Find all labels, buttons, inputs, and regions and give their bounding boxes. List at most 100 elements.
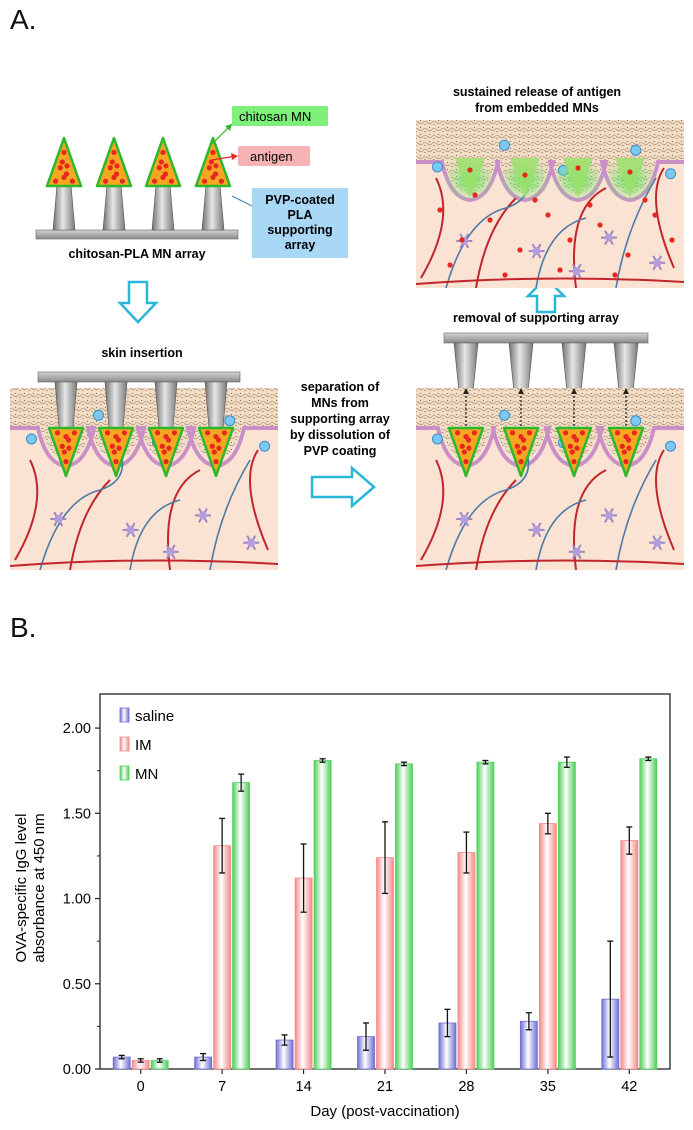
lymph-vessel bbox=[535, 217, 587, 288]
antigen-dot bbox=[66, 445, 72, 451]
antigen-dot bbox=[109, 443, 115, 449]
support-pillar bbox=[104, 381, 128, 429]
lymph-vessel bbox=[129, 499, 181, 570]
microneedle-tip bbox=[97, 426, 135, 478]
dendritic-cell bbox=[50, 511, 67, 527]
langerhans-cell bbox=[25, 433, 37, 445]
y-tick-label: 2.00 bbox=[63, 721, 91, 737]
antigen-dot bbox=[516, 449, 522, 455]
antigen-dot bbox=[461, 449, 467, 455]
langerhans-cell bbox=[224, 415, 236, 427]
antigen-dot bbox=[171, 430, 178, 436]
langerhans-cell bbox=[630, 415, 642, 427]
antigen-dot bbox=[557, 267, 563, 273]
antigen-dot bbox=[465, 437, 472, 443]
separation-label-line4: by dissolution of bbox=[290, 428, 391, 442]
blood-vessel bbox=[420, 459, 445, 561]
legend-swatch bbox=[119, 707, 130, 723]
antigen-dot bbox=[210, 149, 216, 155]
antigen-dot bbox=[459, 237, 465, 243]
y-axis-label-line2: absorbance at 450 nm bbox=[31, 813, 48, 962]
embedded-mn bbox=[510, 158, 540, 198]
antigen-dot bbox=[518, 459, 524, 465]
legend-label: MN bbox=[135, 766, 158, 783]
support-pillar bbox=[54, 381, 78, 429]
microneedle-tip bbox=[607, 426, 645, 478]
dendritic-cell bbox=[568, 263, 585, 279]
panel-b-letter: B. bbox=[10, 612, 37, 643]
antigen-dot bbox=[621, 449, 627, 455]
antigen-dot bbox=[625, 252, 631, 258]
antigen-dot bbox=[514, 443, 520, 449]
array-base bbox=[37, 371, 241, 383]
lymph-vessel bbox=[535, 499, 587, 570]
sustained-label-line2: from embedded MNs bbox=[475, 101, 599, 115]
dendritic-cell bbox=[162, 544, 179, 560]
support-pillar bbox=[613, 342, 639, 393]
antigen-dot bbox=[201, 178, 208, 184]
bar-mn bbox=[395, 763, 413, 1070]
blood-vessel bbox=[14, 459, 39, 561]
antigen-dot bbox=[163, 459, 169, 465]
antigen-dot bbox=[113, 171, 120, 177]
antigen-dot bbox=[569, 449, 575, 455]
support-pillar bbox=[154, 381, 178, 429]
lymph-vessel bbox=[209, 459, 251, 570]
bar-mn bbox=[639, 758, 658, 1070]
dendritic-cell bbox=[243, 535, 260, 551]
dendritic-cell bbox=[528, 522, 545, 538]
bar-im bbox=[620, 840, 639, 1070]
mn-array-illustration bbox=[35, 136, 239, 240]
antigen-dot bbox=[669, 237, 675, 243]
microneedle-tip bbox=[197, 426, 235, 478]
pvp-label-line2: PLA bbox=[288, 208, 313, 222]
langerhans-cell bbox=[431, 433, 443, 445]
antigen-dot bbox=[509, 430, 516, 436]
y-axis: 0.000.501.001.502.00 bbox=[63, 721, 100, 1078]
antigen-dot bbox=[218, 178, 225, 184]
antigen-dot bbox=[487, 217, 493, 223]
antigen-dot bbox=[119, 178, 126, 184]
antigen-dot bbox=[159, 443, 165, 449]
antigen-dot bbox=[532, 197, 538, 203]
antigen-dot bbox=[166, 445, 172, 451]
langerhans-cell bbox=[630, 144, 642, 156]
legend-swatch bbox=[119, 765, 130, 781]
legend-label: saline bbox=[135, 708, 174, 725]
antigen-dot bbox=[204, 430, 211, 436]
antigen-dot bbox=[61, 149, 67, 155]
antigen-dot bbox=[61, 449, 67, 455]
antigen-dot bbox=[114, 163, 120, 169]
pvp-label-bg bbox=[252, 188, 348, 258]
antigen-dot bbox=[463, 459, 469, 465]
separation-label-line2: MNs from bbox=[311, 396, 369, 410]
antigen-dot bbox=[102, 178, 109, 184]
support-pillar bbox=[102, 184, 126, 231]
antigen-dot bbox=[597, 222, 603, 228]
antigen-dot bbox=[522, 172, 528, 178]
antigen-dot bbox=[517, 247, 523, 253]
antigen-dot bbox=[212, 171, 219, 177]
chitosan-mn-label: chitosan MN bbox=[239, 109, 311, 124]
antigen-dot bbox=[571, 459, 577, 465]
antigen-dot bbox=[573, 437, 580, 443]
blood-vessel bbox=[655, 449, 675, 551]
pvp-label-line4: array bbox=[285, 238, 316, 252]
antigen-dot bbox=[619, 443, 625, 449]
support-pillar bbox=[453, 342, 479, 393]
antigen-dot bbox=[213, 459, 219, 465]
langerhans-cell bbox=[92, 409, 104, 421]
antigen-dot bbox=[111, 149, 117, 155]
bar-series bbox=[112, 756, 658, 1070]
x-tick-label: 35 bbox=[540, 1079, 556, 1095]
microneedle-tip bbox=[45, 136, 83, 188]
antigen-dot bbox=[567, 237, 573, 243]
microneedle-tip bbox=[555, 426, 593, 478]
dendritic-cell bbox=[528, 243, 545, 259]
bar-im bbox=[457, 852, 476, 1070]
antigen-dot bbox=[57, 165, 63, 171]
dendritic-cell bbox=[649, 255, 666, 271]
support-pillar bbox=[561, 342, 587, 393]
antigen-dot bbox=[59, 159, 65, 165]
